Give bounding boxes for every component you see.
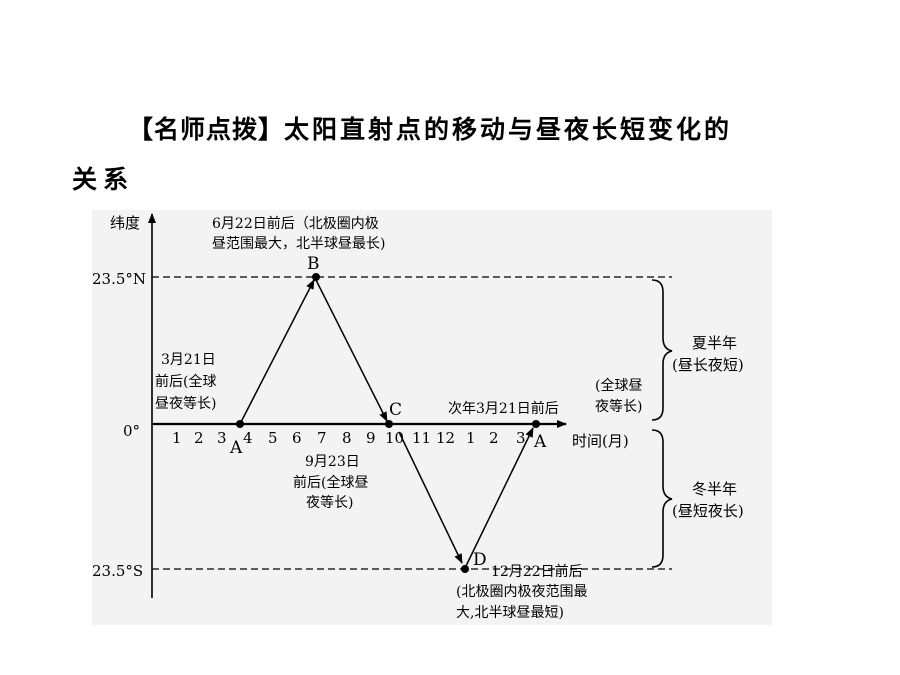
month-tick: 5 [268,429,278,447]
month-tick: 1 [466,429,476,447]
point-b [312,273,320,281]
month-tick: 3 [217,429,227,447]
annotation-line: 昼夜等长) [155,395,216,412]
annotation-line: 9月23日 [305,454,360,470]
y-tick-south: 23.5°S [92,562,143,580]
heading-tag: 【名师点拨】 [128,115,285,144]
month-tick: 7 [317,429,327,447]
winter-half-title: 冬半年 [692,480,737,498]
month-tick: 2 [489,429,499,447]
y-axis-label: 纬度 [110,214,140,232]
month-tick: 2 [194,429,204,447]
summer-half-title: 夏半年 [692,334,737,352]
month-tick: 9 [366,429,376,447]
annotation-line: 夜等长) [595,398,642,415]
month-tick: 8 [342,429,352,447]
annotation-june-solstice: 6月22日前后（北极圈内极 昼范围最大，北半球昼最长) [212,215,385,252]
annotation-september-equinox: 9月23日 前后(全球昼 夜等长) [293,454,368,511]
point-d [461,565,469,573]
month-tick: 6 [292,429,302,447]
path-a-to-b [239,279,315,425]
annotation-line: (全球昼 [595,377,642,394]
heading-title: 【名师点拨】太阳直射点的移动与昼夜长短变化的 [128,110,732,146]
winter-half-note: (昼短夜长) [672,502,744,520]
path-d-to-a [465,427,534,567]
path-c-to-d [398,431,463,564]
month-tick: 12 [436,429,455,447]
month-tick: 4 [243,429,253,447]
annotation-line: 12月22日前后 [491,563,583,580]
y-tick-north: 23.5°N [92,270,146,288]
annotation-line: 前后(全球 [155,373,216,390]
point-d-label: D [473,550,487,570]
x-axis-label: 时间(月) [572,432,629,450]
summer-half-brace [651,279,673,421]
annotation-line: 夜等长) [306,494,353,511]
point-a-end-label: A [533,432,547,452]
annotation-line: 前后(全球昼 [293,474,368,491]
summer-half-note: (昼长夜短) [672,356,744,374]
point-c [385,420,393,428]
winter-half-label: 冬半年 (昼短夜长) [672,480,744,520]
winter-half-brace [651,429,673,568]
annotation-line: 次年3月21日前后 [448,400,559,417]
annotation-line: (北极圈内极夜范围最 [456,583,587,600]
point-b-label: B [307,254,320,274]
point-a-start [236,420,244,428]
annotation-march-equinox: 3月21日 前后(全球 昼夜等长) [155,352,216,412]
point-a-end [532,420,540,428]
month-ticks: 1 2 3 4 5 6 7 8 9 10 11 12 1 2 3 [172,429,526,447]
annotation-line: 昼范围最大，北半球昼最长) [212,235,385,252]
annotation-line: 6月22日前后（北极圈内极 [212,215,379,232]
month-tick: 1 [172,429,182,447]
annotation-line: 大,北半球昼最短) [456,605,564,621]
heading-title-continued: 关系 [72,165,135,194]
heading-title-text: 太阳直射点的移动与昼夜长短变化的 [284,115,733,144]
annotation-december-solstice: 12月22日前后 (北极圈内极夜范围最 大,北半球昼最短) [456,563,587,621]
annotation-line: 3月21日 [161,352,216,368]
path-b-to-c [315,279,388,422]
month-tick: 11 [412,429,431,447]
month-tick: 3 [516,429,526,447]
point-c-label: C [389,400,402,420]
summer-half-label: 夏半年 (昼长夜短) [672,334,744,374]
y-tick-zero: 0° [123,422,140,440]
annotation-next-march-equinox: 次年3月21日前后 (全球昼 夜等长) [448,377,642,417]
point-a-start-label: A [229,438,243,458]
